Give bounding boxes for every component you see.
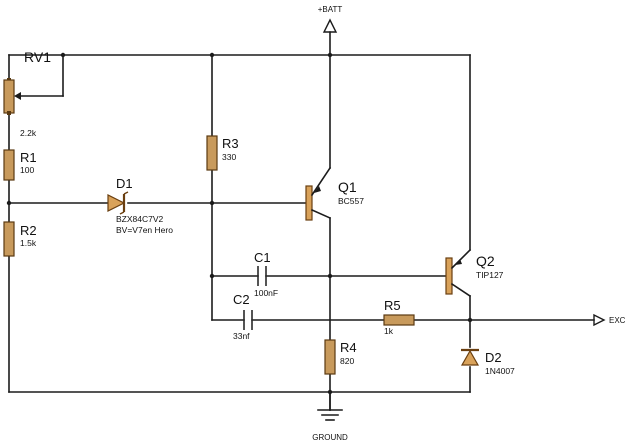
r3-ref: R3 — [222, 136, 239, 151]
r5-resistor: R5 1k — [383, 298, 415, 336]
q1-value: BC557 — [338, 196, 364, 206]
c2-capacitor: C2 33nf — [233, 292, 253, 341]
vbatt-label: +BATT — [318, 5, 343, 14]
r2-ref: R2 — [20, 223, 37, 238]
ground-symbol: GROUND — [312, 409, 348, 442]
q1-pnp-transistor: Q1 BC557 — [305, 166, 364, 221]
exc-terminal: EXC — [593, 313, 626, 327]
c2-ref: C2 — [233, 292, 250, 307]
r3-value: 330 — [222, 152, 236, 162]
rv1-value: 2.2k — [20, 128, 37, 138]
d2-ref: D2 — [485, 350, 502, 365]
rv1-potentiometer: RV1 2.2k — [3, 49, 51, 138]
exc-label: EXC — [609, 316, 626, 325]
r3-resistor: R3 330 — [206, 135, 239, 171]
wires — [8, 31, 595, 411]
c1-ref: C1 — [254, 250, 271, 265]
r1-ref: R1 — [20, 150, 37, 165]
d1-ref: D1 — [116, 176, 133, 191]
d2-value: 1N4007 — [485, 366, 515, 376]
r1-resistor: R1 100 — [3, 149, 37, 181]
d1-note: BV=V7en Hero — [116, 225, 173, 235]
vbatt-terminal: +BATT — [318, 5, 343, 33]
wiper-arrow-icon — [14, 92, 21, 100]
q1-ref: Q1 — [338, 179, 357, 195]
r2-resistor: R2 1.5k — [3, 221, 37, 257]
c1-value: 100nF — [254, 288, 278, 298]
d1-zener-diode: D1 BZX84C7V2 BV=V7en Hero — [107, 176, 173, 235]
r2-value: 1.5k — [20, 238, 37, 248]
r5-value: 1k — [384, 326, 394, 336]
emitter-arrow-icon — [455, 259, 462, 265]
emitter-arrow-icon — [314, 186, 321, 193]
q2-value: TIP127 — [476, 270, 504, 280]
r4-resistor: R4 820 — [324, 339, 357, 375]
r4-value: 820 — [340, 356, 354, 366]
c2-value: 33nf — [233, 331, 250, 341]
c1-capacitor: C1 100nF — [254, 250, 278, 298]
ground-label: GROUND — [312, 433, 348, 442]
d2-diode: D2 1N4007 — [460, 348, 515, 376]
q2-pnp-transistor: Q2 TIP127 — [445, 248, 504, 298]
junctions — [6, 52, 473, 395]
rv1-ref: RV1 — [24, 49, 51, 65]
r5-ref: R5 — [384, 298, 401, 313]
r4-ref: R4 — [340, 340, 357, 355]
power-arrow-icon — [322, 18, 338, 33]
q2-ref: Q2 — [476, 253, 495, 269]
d1-value: BZX84C7V2 — [116, 214, 164, 224]
output-arrow-icon — [593, 313, 606, 327]
r1-value: 100 — [20, 165, 34, 175]
